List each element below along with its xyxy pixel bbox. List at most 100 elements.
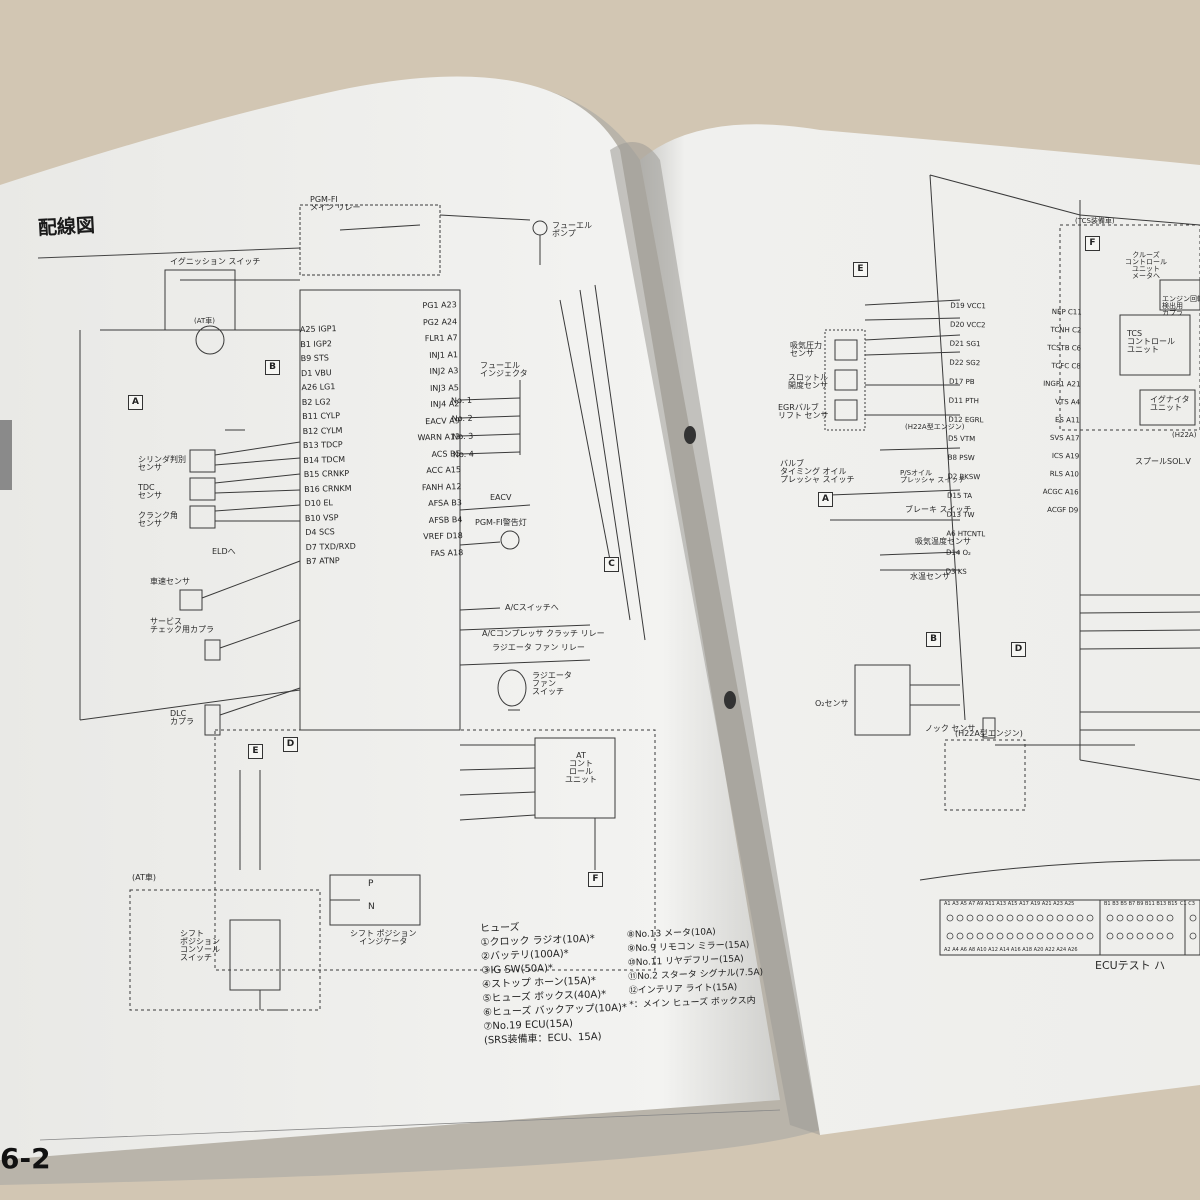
right-page [640, 124, 1200, 1136]
egr-sensor-label: EGRバルブ リフト センサ [778, 403, 829, 420]
spool-label: スプールSOL.V [1135, 457, 1191, 466]
ecu-pin-label: D17 PB [948, 377, 975, 387]
fuse-list-left: ヒューズ ①クロック ラジオ(10A)* ②バッテリ(100A)* ③IG SW… [480, 918, 628, 1049]
indicator-n-label: N [368, 902, 375, 912]
indicator-p-label: P [368, 879, 374, 889]
tdc-sensor-label: TDC センサ [138, 483, 162, 500]
eld-label: ELDへ [212, 547, 236, 556]
warning-lamp-label: PGM-FI警告灯 [475, 518, 527, 527]
eacv-label: EACV [490, 493, 512, 502]
ecu-pin-label: ACS B5 [431, 448, 461, 459]
connector-d-tag: D [1011, 642, 1026, 657]
ecu-pin-label: B7 ATNP [305, 556, 340, 567]
ecu-pin-label: B8 PSW [947, 453, 975, 463]
fuse-list-right: ⑧No.13 メータ(10A) ⑨No.9 リモコン ミラー(15A) ⑩No.… [627, 924, 765, 1013]
radiator-switch-label: ラジエータ ファン スイッチ [532, 671, 572, 696]
ecu-pin-label: D3 KS [945, 567, 967, 577]
connector-row-bottom-label: A2 A4 A6 A8 A10 A12 A14 A16 A18 A20 A22 … [944, 947, 1078, 953]
page-number: 6-2 [0, 1142, 51, 1175]
ecu-pin-label: INJ3 A5 [429, 382, 460, 393]
left-page [0, 76, 780, 1160]
connector-a-tag: A [128, 395, 143, 410]
ecu-pin-label: PG1 A23 [422, 300, 457, 311]
o2-sensor-label: O₂センサ [815, 699, 849, 708]
ecu-pin-label: D19 VCC1 [950, 301, 986, 311]
connector-row-top-label: A1 A3 A5 A7 A9 A11 A13 A15 A17 A19 A21 A… [944, 901, 1075, 907]
engine-rpm-label: エンジン回転 検出用 カプラ [1162, 295, 1200, 317]
intake-temp-label: 吸気温度センサ [915, 537, 971, 546]
injector-list: No. 1 No. 2 No. 3 No. 4 [451, 392, 474, 465]
page-title: 配線図 [37, 214, 96, 240]
service-check-label: サービス チェック用カプラ [150, 617, 214, 634]
ecu-pin-label: AFSA B3 [428, 498, 463, 509]
knock-sensor-label: ノック センサ [925, 724, 976, 733]
ac-switch-label: A/Cスイッチへ [505, 603, 559, 612]
ecu-pin-label: INJ2 A3 [429, 366, 459, 376]
cruise-label: クルーズ コントロール ユニット メータへ [1125, 251, 1167, 280]
ignition-switch-label: イグニッション スイッチ [170, 257, 261, 266]
at-car-label: (AT車) [132, 873, 156, 882]
connector-c-tag: C [604, 557, 619, 572]
ps-oil-label: P/Sオイル プレッシャ スイッチ [900, 469, 966, 484]
ecu-pin-label: ACGC A16 [1042, 487, 1079, 497]
ecu-pin-label: VTS A4 [1055, 398, 1081, 407]
h22a-engine-label: (H22A型エンジン) [905, 423, 965, 431]
connector-b-row-label: B1 B3 B5 B7 B9 B11 B13 B15 [1104, 901, 1178, 907]
ecu-pin-label: ACC A15 [426, 465, 462, 476]
valve-timing-label: バルブ タイミング オイル プレッシャ スイッチ [780, 459, 855, 484]
coolant-temp-label: 水温センサ [910, 572, 950, 581]
injector-label: フューエル インジェクタ [480, 361, 528, 378]
injector-label: No. 3 [452, 431, 474, 442]
connector-e-tag: E [853, 262, 868, 277]
connector-c-row-label: C1 C3 [1180, 901, 1195, 907]
ecu-pin-label: WARN A13 [417, 432, 461, 443]
ecu-pin-label: INGP1 A21 [1043, 379, 1081, 389]
connector-f-tag: F [1085, 236, 1100, 251]
shift-indicator-label: シフト ポジション インジケータ [350, 929, 417, 946]
cylinder-sensor-label: シリンダ判別 センサ [138, 455, 186, 472]
connector-d-tag: D [283, 737, 298, 752]
injector-label: No. 4 [452, 449, 474, 460]
injector-label: No. 2 [451, 413, 473, 424]
connector-f-tag: F [588, 872, 603, 887]
ecu-pin-label: TCNH C2 [1050, 325, 1082, 335]
ecu-pin-label: INJ1 A1 [429, 349, 459, 360]
ecu-pin-label: PG2 A24 [422, 316, 458, 327]
ecu-pin-label: D15 TA [946, 491, 973, 501]
ecu-pin-label: D11 PTH [948, 396, 980, 406]
ac-clutch-label: A/Cコンプレッサ クラッチ リレー [482, 629, 605, 638]
main-relay-label: PGM-FI メイン リレー [310, 195, 361, 212]
ecu-pin-label: D22 SG2 [949, 358, 981, 368]
fuel-pump-label: フューエル ポンプ [552, 221, 592, 238]
ecu-pin-label: ACGF D9 [1047, 505, 1079, 515]
throttle-sensor-label: スロットル 開度センサ [788, 373, 828, 390]
map-sensor-label: 吸気圧力 センサ [790, 341, 822, 358]
ecu-pin-label: FLR1 A7 [424, 333, 458, 344]
ecu-pin-label: D20 VCC2 [949, 320, 986, 330]
ecu-pin-label: TCSTB C6 [1047, 343, 1082, 353]
connector-b-tag: B [926, 632, 941, 647]
ecu-pin-label: D21 SG1 [949, 339, 981, 349]
tcs-unit-label: TCS コントロール ユニット [1127, 329, 1175, 354]
ecu-pin-label: FAS A18 [430, 547, 464, 558]
radiator-relay-label: ラジエータ ファン リレー [492, 643, 585, 652]
igniter-label: イグナイタ ユニット [1150, 395, 1190, 412]
connector-b-tag: B [265, 360, 280, 375]
shift-switch-label: シフト ポジション コンソール スイッチ [180, 929, 220, 962]
ecu-pin-label: SVS A17 [1049, 433, 1080, 443]
knock-h22a-label: (H22A型エンジン) [955, 729, 1023, 738]
connector-e-tag: E [248, 744, 263, 759]
ecu-pin-label: FANH A12 [421, 481, 462, 492]
crank-sensor-label: クランク角 センサ [138, 511, 178, 528]
injector-label: No. 1 [450, 395, 473, 406]
connector-a-tag: A [818, 492, 833, 507]
at-unit-label: AT コント ロール ユニット [565, 751, 597, 784]
ecu-pin-label: RLS A10 [1049, 469, 1079, 479]
ecu-pin-label: TCFC C8 [1051, 361, 1081, 371]
ecu-pin-label: VREF D18 [423, 531, 463, 542]
ecu-pin-label: AFSB B4 [428, 514, 463, 525]
